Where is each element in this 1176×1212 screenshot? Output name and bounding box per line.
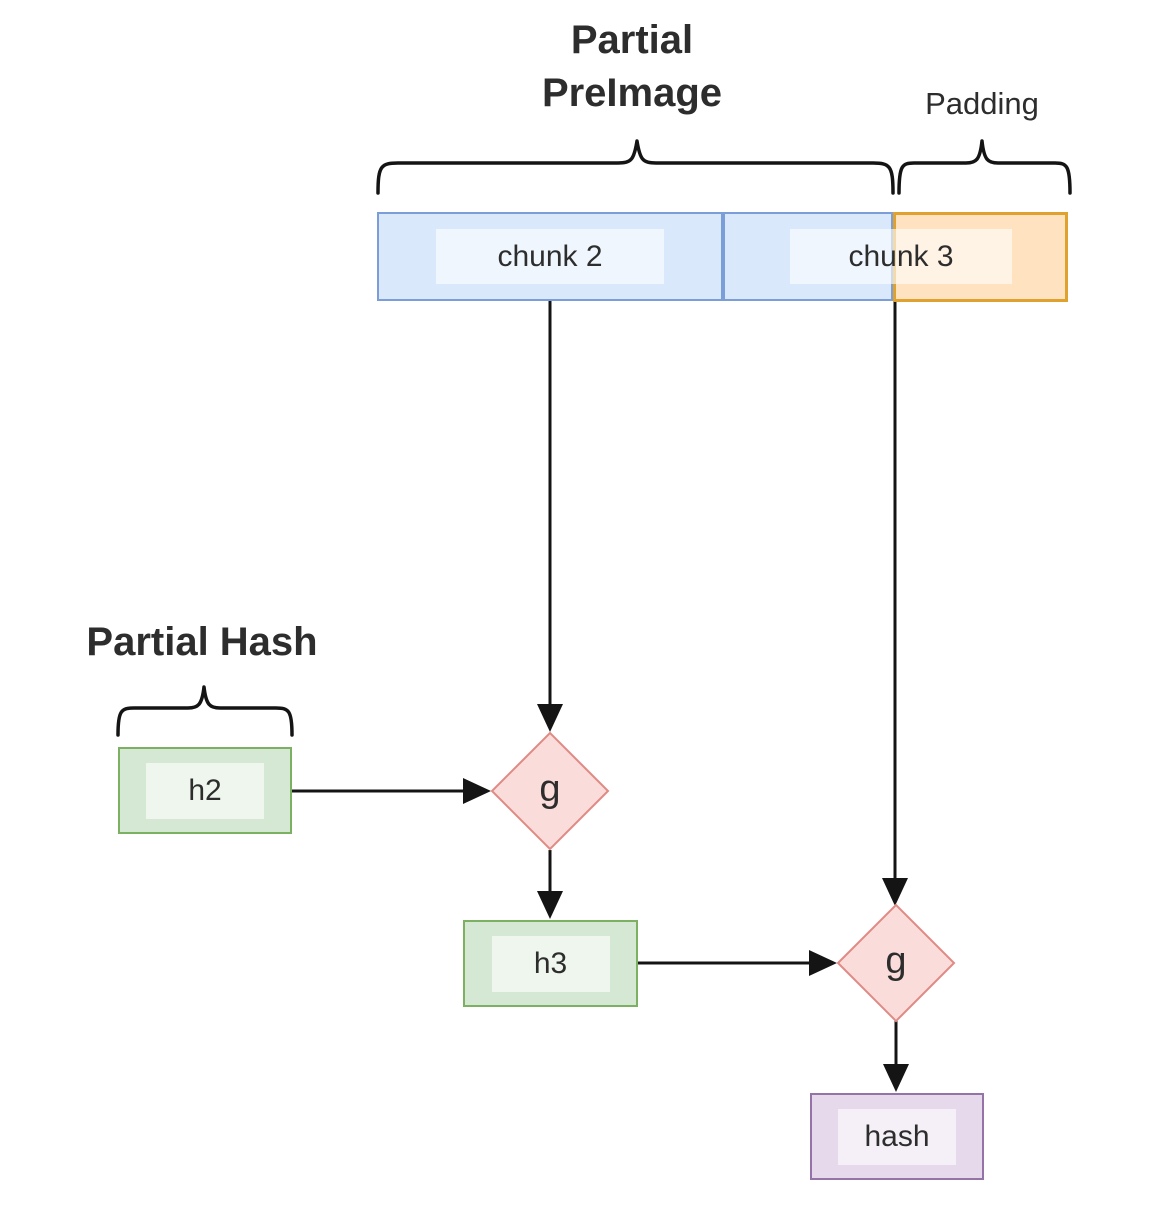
partial-hash-brace [116,685,294,737]
chunk2-to-g1-arrowhead [537,704,563,732]
padding-label: Padding [925,86,1039,121]
partial-hash-label: Partial Hash [86,620,318,664]
h2-label: h2 [146,762,264,819]
h3-label: h3 [491,935,610,992]
chunk2-box: chunk 2 [377,212,723,301]
hash-box: hash [810,1093,984,1180]
h3-box: h3 [463,920,638,1007]
h2-to-g1-arrowhead [463,778,491,804]
h3-to-g2-arrowhead [809,950,837,976]
g1-to-h3-arrowhead [537,891,563,919]
h2-box: h2 [118,747,292,834]
g2-label: g [885,939,907,982]
hash-label: hash [838,1108,956,1165]
chunk3-to-g2-arrowhead [882,878,908,906]
partial-preimage-title-line2: PreImage [541,70,723,115]
padding-brace [897,139,1072,195]
partial-preimage-brace [376,139,895,195]
chunk3-label: chunk 3 [790,229,1012,284]
chunk2-label: chunk 2 [436,229,664,284]
partial-preimage-title: Partial PreImage [432,14,832,120]
partial-preimage-title-line1: Partial [570,18,694,62]
g2-to-hash-arrowhead [883,1064,909,1092]
g1-label: g [539,767,561,810]
